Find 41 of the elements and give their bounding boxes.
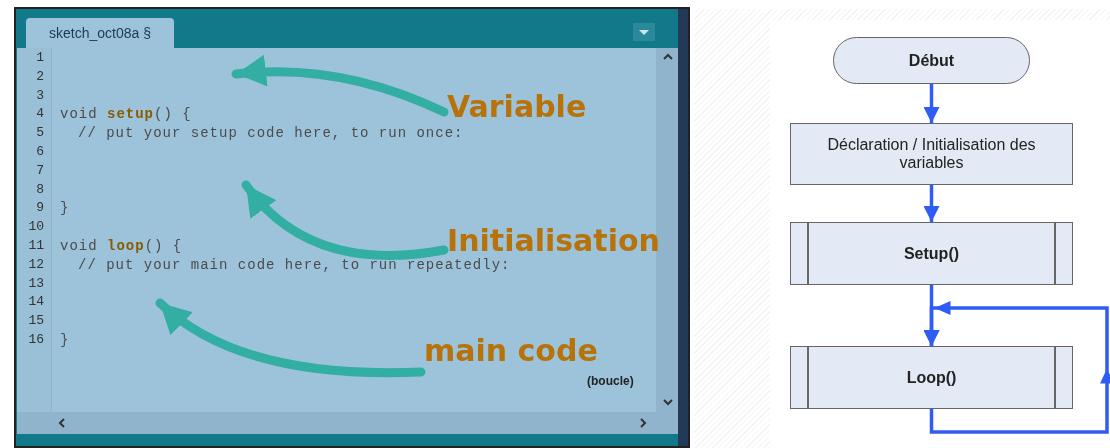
node-label: Initialisation — [447, 223, 660, 258]
file-tab: sketch_oct08a § — [26, 18, 174, 48]
process-box — [790, 123, 1073, 185]
code-line: // put your main code here, to run repeatedly: — [78, 256, 511, 273]
line-number: 14 — [27, 294, 44, 311]
line-number: 13 — [27, 275, 44, 292]
line-number: 4 — [35, 106, 44, 123]
curved-arrow — [155, 298, 426, 378]
note-text: (boucle) — [587, 374, 634, 388]
line-number: 2 — [35, 68, 44, 85]
node-label: Déclaration / Initialisation des variables — [826, 136, 1037, 172]
code-line: void loop() { — [60, 238, 183, 254]
line-number: 9 — [35, 200, 44, 217]
node-label: Loop() — [906, 368, 957, 387]
loop-arrow — [923, 301, 1110, 434]
line-number: 16 — [27, 332, 44, 348]
code-line: } — [60, 200, 70, 217]
code-line: } — [60, 332, 70, 348]
node-label: main code — [424, 333, 598, 368]
line-number: 7 — [35, 162, 44, 179]
terminal-shape — [833, 37, 1030, 84]
curved-arrow — [231, 55, 449, 117]
node-label: Début — [908, 51, 955, 70]
node-label: Variable — [447, 89, 587, 124]
line-number: 1 — [35, 50, 44, 66]
node-label: Setup() — [903, 244, 960, 263]
code-line: // put your setup code here, to run once: — [78, 125, 464, 142]
arrow — [923, 185, 940, 222]
line-number: 10 — [27, 219, 44, 236]
line-number: 3 — [35, 87, 44, 104]
curved-arrow — [241, 180, 449, 260]
line-number: 5 — [35, 125, 44, 142]
line-number: 12 — [27, 256, 44, 273]
code-line: void setup() { — [60, 106, 192, 123]
arrow — [923, 84, 940, 123]
predefined-process-box — [790, 222, 1073, 285]
line-number: 8 — [35, 181, 44, 198]
line-number: 15 — [27, 313, 44, 330]
line-number: 6 — [35, 144, 44, 160]
predefined-process-box — [790, 346, 1073, 409]
line-number: 11 — [27, 238, 44, 254]
